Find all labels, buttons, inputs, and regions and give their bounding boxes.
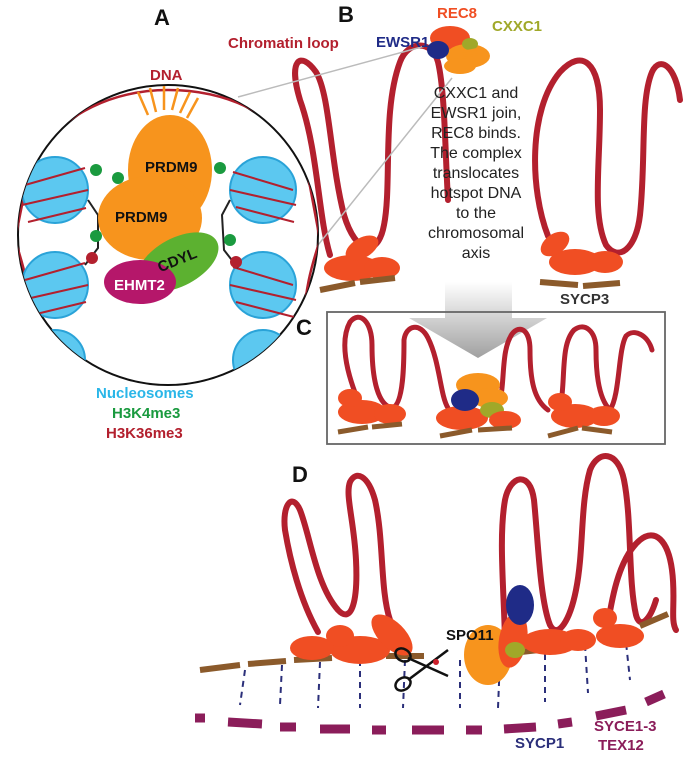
panel-d-axis: [195, 585, 670, 735]
panel-d-loops: [281, 453, 679, 651]
ehmt2-label: EHMT2: [114, 277, 165, 294]
translocation-arrow: [409, 282, 547, 358]
description-line: CXXC1 and: [434, 85, 519, 102]
nucleosomes-label: Nucleosomes: [96, 385, 194, 402]
ewsr1-label: EWSR1: [376, 34, 429, 51]
panel-a-circle: [17, 84, 319, 386]
description-line: to the: [456, 205, 496, 222]
panel-b-label: B: [338, 2, 354, 27]
chromatin-loop-label: Chromatin loop: [228, 35, 339, 52]
description-line: translocates: [433, 165, 519, 182]
h3k36me3-label: H3K36me3: [106, 425, 183, 442]
description-line: chromosomal: [428, 225, 524, 242]
sycp1-label: SYCP1: [515, 735, 564, 752]
description-block: CXXC1 and EWSR1 join, REC8 binds. The co…: [428, 85, 524, 262]
dna-label: DNA: [150, 67, 183, 84]
prdm9-label-top: PRDM9: [145, 159, 198, 176]
zoom-lines: [237, 45, 453, 271]
cxxc1-label: CXXC1: [492, 18, 542, 35]
panel-c-label: C: [296, 315, 312, 340]
h3k4me3-label: H3K4me3: [112, 405, 180, 422]
panel-d-label: D: [292, 462, 308, 487]
rec8-label: REC8: [437, 5, 477, 22]
panel-a-label: A: [154, 5, 170, 30]
description-line: REC8 binds.: [431, 125, 521, 142]
panel-b-axis: [319, 231, 623, 293]
description-line: hotspot DNA: [431, 185, 522, 202]
panel-c-box: [326, 311, 666, 445]
syce-label: SYCE1-3: [594, 718, 657, 735]
scissors-icon: [394, 647, 449, 692]
description-line: axis: [462, 245, 490, 262]
description-line: The complex: [430, 145, 522, 162]
tex12-label: TEX12: [598, 737, 644, 754]
rec8-complex: [427, 26, 490, 74]
description-line: EWSR1 join,: [431, 105, 522, 122]
panel-c-axis: [337, 373, 620, 439]
sycp3-label: SYCP3: [560, 291, 609, 308]
prdm9-label-bottom: PRDM9: [115, 209, 168, 226]
spo11-label: SPO11: [446, 627, 494, 644]
